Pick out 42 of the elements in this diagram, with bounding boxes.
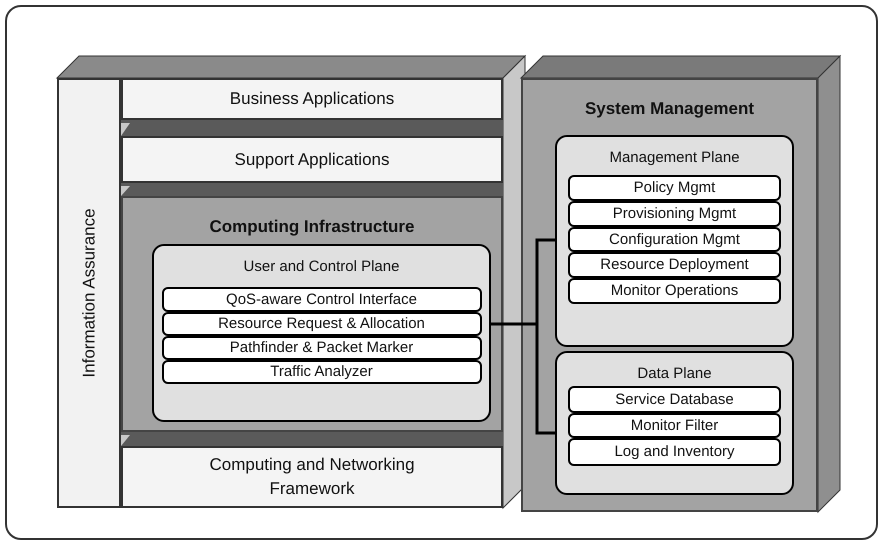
function-box xyxy=(568,438,781,466)
plane-title: Management Plane xyxy=(608,148,741,168)
function-box xyxy=(568,278,781,304)
plane-panel xyxy=(555,135,794,347)
plane-title: User and Control Plane xyxy=(242,257,400,277)
layer-box xyxy=(121,136,503,183)
item-label: Policy Mgmt xyxy=(634,179,716,197)
item-label: Resource Request & Allocation xyxy=(218,315,425,333)
function-box xyxy=(568,227,781,252)
group-panel xyxy=(521,78,818,512)
function-box xyxy=(162,360,482,384)
item-label: Configuration Mgmt xyxy=(609,230,740,248)
item-label: Traffic Analyzer xyxy=(270,363,373,381)
function-box xyxy=(162,287,482,312)
function-box xyxy=(162,336,482,360)
panel-title: Computing Infrastructure xyxy=(208,216,416,238)
layer-box xyxy=(121,446,503,508)
function-box xyxy=(568,252,781,278)
item-label: Monitor Operations xyxy=(610,282,738,300)
item-label: QoS-aware Control Interface xyxy=(226,290,417,308)
plane-title: Data Plane xyxy=(636,364,713,384)
function-box xyxy=(568,413,781,438)
column-title: Information Assurance xyxy=(78,208,100,378)
group-panel xyxy=(121,196,503,432)
item-label: Resource Deployment xyxy=(600,256,749,274)
side-column xyxy=(57,78,121,508)
layer-title: Support Applications xyxy=(234,148,390,170)
function-box xyxy=(568,201,781,227)
item-label: Provisioning Mgmt xyxy=(612,205,736,223)
function-box xyxy=(568,175,781,201)
item-label: Monitor Filter xyxy=(630,416,718,434)
layer-title: Computing and Networking Framework xyxy=(208,454,416,500)
item-label: Pathfinder & Packet Marker xyxy=(230,339,414,357)
function-box xyxy=(568,386,781,413)
plane-panel xyxy=(152,244,491,422)
layer-box xyxy=(121,78,503,120)
item-label: Service Database xyxy=(615,390,734,408)
layer-title: Business Applications xyxy=(228,88,396,110)
plane-panel xyxy=(555,351,794,495)
panel-title: System Management xyxy=(584,98,756,120)
function-box xyxy=(162,312,482,336)
item-label: Log and Inventory xyxy=(614,443,735,461)
